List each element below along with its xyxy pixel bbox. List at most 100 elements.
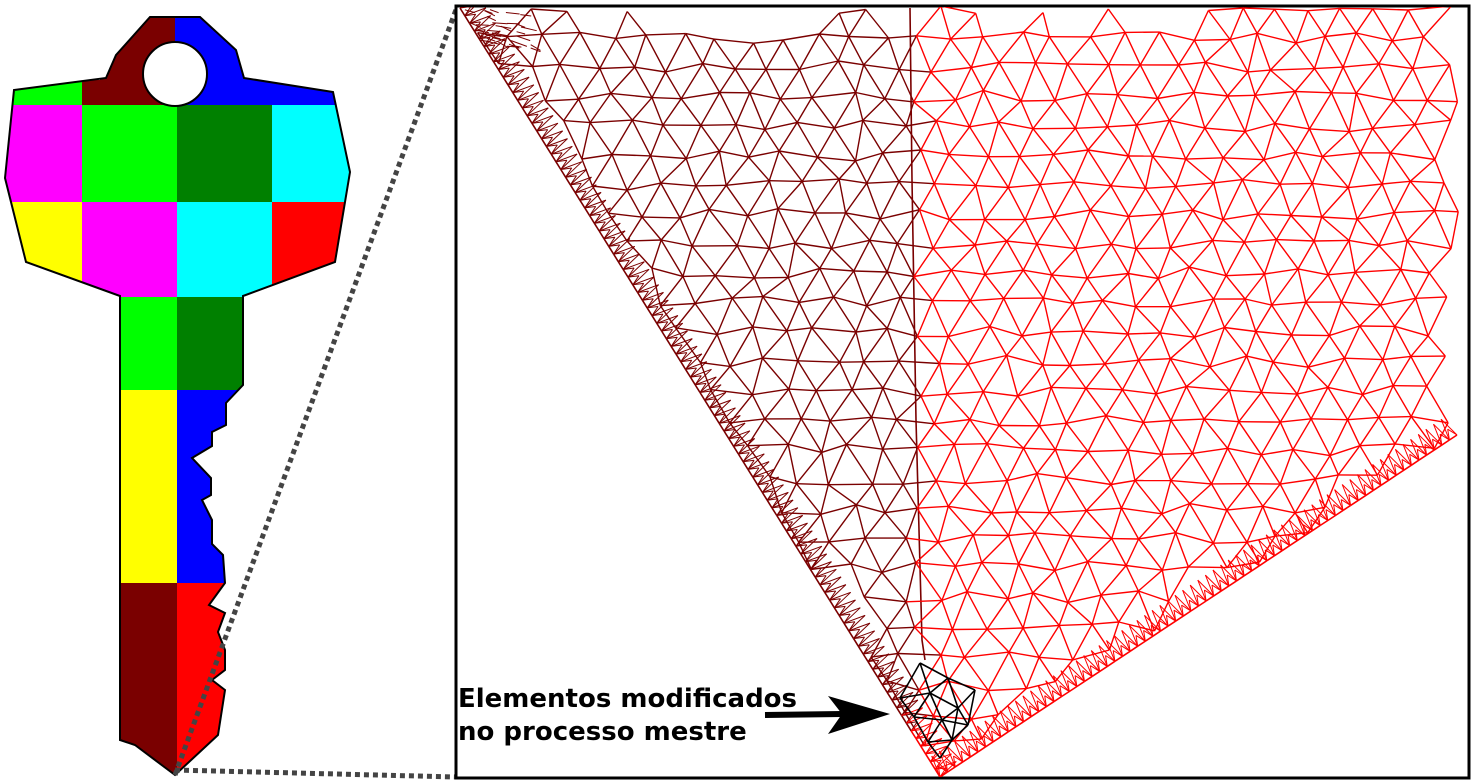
mesh-edge (951, 707, 959, 741)
mesh-edge (954, 740, 971, 758)
mesh-edge (1257, 213, 1277, 241)
mesh-edge (498, 61, 520, 70)
mesh-edge (1125, 538, 1140, 566)
mesh-edge (1161, 513, 1177, 534)
mesh-edge (855, 483, 874, 506)
mesh-edge (1074, 127, 1089, 151)
mesh-edge (1185, 386, 1205, 420)
mesh-edge (1193, 336, 1211, 368)
mesh-edge (970, 297, 1004, 302)
mesh-edge (1243, 549, 1260, 567)
mesh-edge (929, 677, 949, 694)
mesh-edge (810, 541, 830, 570)
mesh-edge (1089, 209, 1112, 245)
mesh-edge (1120, 507, 1140, 540)
mesh-edge (915, 541, 939, 564)
mesh-edge (991, 511, 1017, 514)
mesh-edge (905, 125, 922, 151)
mesh-edge (1110, 155, 1130, 187)
mesh-edge (1138, 358, 1171, 361)
mesh-edge (971, 61, 1000, 69)
mesh-edge (1045, 700, 1055, 708)
annotation-arrow (764, 696, 890, 734)
mesh-edge (1407, 9, 1425, 38)
mesh-edge (781, 507, 799, 524)
mesh-edge (664, 71, 682, 100)
mesh-edge (709, 399, 731, 409)
mesh-edge (1105, 389, 1123, 417)
mesh-edge (662, 98, 682, 126)
mesh-edge (1111, 507, 1123, 539)
mesh-edge (848, 615, 866, 632)
mesh-edge (1015, 721, 1025, 728)
mesh-edge (682, 275, 716, 278)
mesh-edge (1272, 361, 1298, 395)
mesh-edge (613, 238, 631, 255)
mesh-edge (1247, 454, 1262, 484)
mesh-edge (782, 39, 801, 70)
mesh-edge (848, 9, 867, 37)
mesh-edge (1023, 31, 1050, 38)
mesh-edge (1226, 483, 1249, 511)
mesh-edge (1347, 416, 1379, 421)
mesh-edge (1289, 539, 1298, 547)
mesh-edge (964, 483, 993, 514)
mesh-edge (574, 192, 581, 201)
mesh-edge (1006, 219, 1026, 242)
mesh-edge (747, 443, 789, 447)
mesh-edge (1122, 650, 1131, 657)
mesh-edge (591, 154, 613, 187)
mesh-edge (723, 415, 741, 432)
mesh-edge (1247, 33, 1258, 73)
mesh-edge (1155, 393, 1172, 421)
mesh-edge (999, 710, 1017, 728)
mesh-edge (675, 338, 693, 355)
mesh-edge (1006, 335, 1023, 356)
mesh-edge (1042, 297, 1052, 333)
mesh-edge (932, 247, 952, 271)
mesh-edge (545, 98, 579, 102)
mesh-edge (541, 31, 580, 35)
partitioned-key (5, 17, 350, 775)
mesh-edge (1169, 306, 1196, 338)
mesh-edge (1334, 509, 1344, 517)
mesh-edge (1157, 247, 1171, 279)
mesh-edge (929, 692, 943, 721)
mesh-edge (1085, 510, 1113, 540)
mesh-edge (685, 158, 697, 187)
mesh-edge (1032, 592, 1068, 604)
mesh-edge (1235, 554, 1253, 572)
mesh-edge (1273, 529, 1283, 551)
mesh-edge (1324, 32, 1357, 38)
mesh-edge (563, 119, 591, 124)
mesh-edge (1167, 566, 1190, 602)
mesh-edge (1220, 564, 1230, 587)
mesh-edge (694, 303, 718, 335)
mesh-edge (1008, 651, 1040, 658)
mesh-edge (1244, 238, 1277, 243)
mesh-edge (541, 122, 559, 140)
mesh-edge (884, 69, 900, 100)
mesh-edge (997, 688, 1027, 716)
mesh-edge (1087, 538, 1113, 563)
mesh-edge (1314, 478, 1326, 508)
mesh-edge (932, 219, 951, 249)
mesh-edge (987, 627, 1024, 630)
mesh-edge (918, 654, 942, 691)
mesh-edge (1344, 357, 1383, 361)
mesh-edge (916, 300, 934, 337)
mesh-edge (972, 512, 993, 536)
mesh-edge (1305, 301, 1330, 337)
mesh-edge (725, 156, 750, 186)
mesh-edge (810, 561, 832, 570)
mesh-edge (989, 326, 1008, 356)
mesh-edge (1113, 635, 1131, 652)
mesh-edge (1007, 511, 1018, 536)
mesh-edge (1311, 504, 1329, 521)
mesh-edge (1361, 359, 1384, 395)
mesh-edge (716, 334, 731, 367)
mesh-edge (1054, 659, 1074, 683)
mesh-edge (1042, 364, 1052, 388)
mesh-edge (641, 216, 662, 241)
mesh-edge (1128, 625, 1139, 647)
